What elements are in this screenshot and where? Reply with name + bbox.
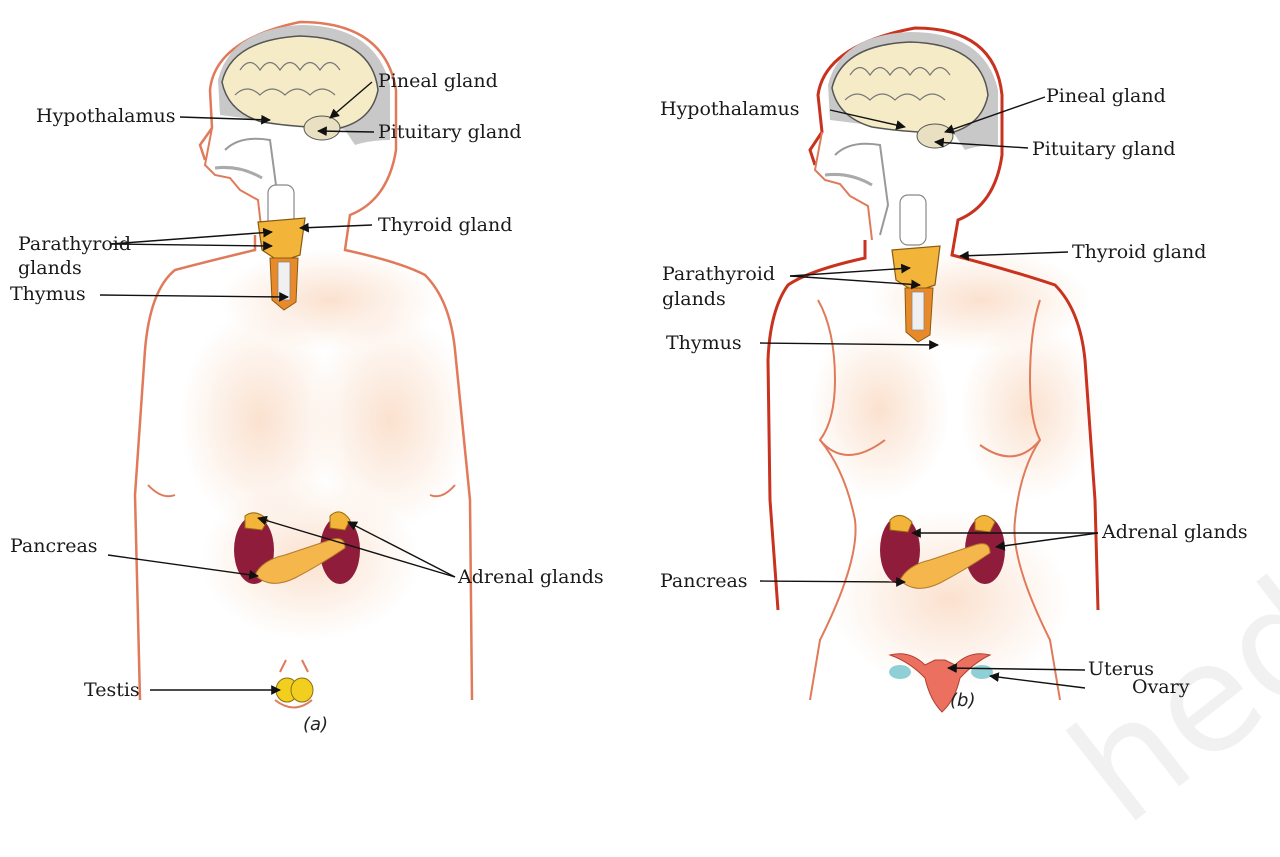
label-b-pancreas: Pancreas [660, 570, 748, 592]
caption-b: (b) [950, 690, 975, 711]
label-b-ovary: Ovary [1132, 676, 1189, 698]
label-a-pineal-gland: Pineal gland [378, 70, 498, 92]
label-b-pineal-gland: Pineal gland [1046, 85, 1166, 107]
thyroid-male [258, 218, 305, 262]
label-b-thyroid-gland: Thyroid gland [1072, 241, 1206, 263]
label-a-pancreas: Pancreas [10, 535, 98, 557]
label-b-hypothalamus: Hypothalamus [660, 98, 800, 120]
label-b-adrenal-glands: Adrenal glands [1102, 521, 1248, 543]
label-a-hypothalamus: Hypothalamus [36, 105, 176, 127]
endocrine-system-diagram [0, 0, 1280, 738]
label-b-thymus: Thymus [666, 332, 742, 354]
label-a-thyroid-gland: Thyroid gland [378, 214, 512, 236]
figure-b-female [768, 28, 1100, 712]
caption-a: (a) [303, 714, 328, 735]
brain-male [222, 36, 378, 128]
label-b-parathyroid-glands: glands [662, 288, 726, 310]
label-a-parathyroid-glands: glands [18, 257, 82, 279]
label-a-thymus: Thymus [10, 283, 86, 305]
label-a-adrenal-glands: Adrenal glands [458, 566, 604, 588]
label-a-testis: Testis [84, 679, 140, 701]
brain-female [832, 42, 988, 133]
label-b-parathyroid: Parathyroid [662, 263, 775, 285]
label-a-parathyroid: Parathyroid [18, 233, 131, 255]
label-a-pituitary-gland: Pituitary gland [378, 121, 522, 143]
label-b-pituitary-gland: Pituitary gland [1032, 138, 1176, 160]
